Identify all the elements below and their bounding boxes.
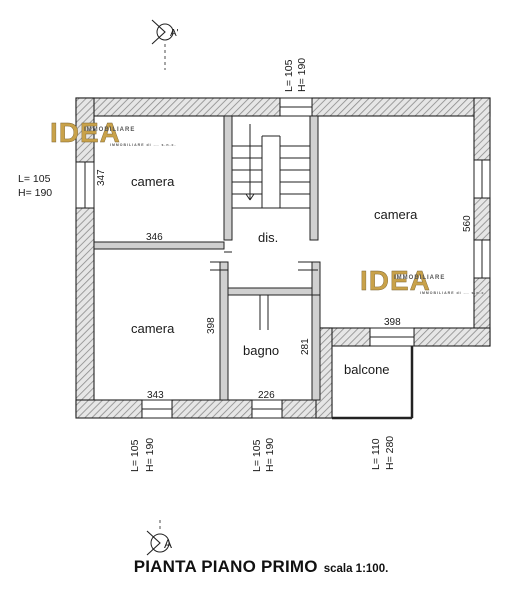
svg-text:IMMOBILIARE: IMMOBILIARE [84,127,135,133]
opening-bottom-mid: L= 105 H= 190 [251,438,276,472]
wall-int-h2 [227,287,313,296]
svg-text:A: A [164,537,172,551]
wall-top-left [75,97,281,117]
svg-text:H= 190: H= 190 [144,438,156,472]
wall-left-lower [75,207,95,417]
balcony-outline [331,345,414,420]
room-label-camera-ne: camera [374,207,418,222]
outer-walls [75,97,491,419]
svg-text:A': A' [170,28,179,39]
svg-text:H= 190: H= 190 [18,187,52,199]
wall-int-h1 [93,241,225,250]
door-marks [210,251,318,330]
dim-347: 347 [96,169,107,186]
dim-346: 346 [146,232,163,243]
room-label-bagno: bagno [243,343,279,358]
opening-top: L= 105 H= 190 [283,58,308,92]
svg-text:H= 190: H= 190 [296,58,308,92]
opening-bottom-left: L= 105 H= 190 [129,438,156,472]
dim-281: 281 [300,338,311,355]
wall-int-v2 [219,261,229,401]
dim-560: 560 [462,215,473,232]
svg-text:IMMOBILIARE di ... s.n.c.: IMMOBILIARE di ... s.n.c. [110,143,176,147]
wall-bottom-a [75,399,143,419]
svg-text:IDEA: IDEA [50,117,121,148]
svg-text:L= 105: L= 105 [129,439,141,472]
internal-walls [93,115,321,401]
wall-int-v5 [311,294,321,401]
dim-226: 226 [258,390,275,401]
wall-right-middle [473,197,491,241]
svg-text:L= 110: L= 110 [370,438,382,470]
section-mark-bottom: A [146,520,172,556]
svg-text:H= 190: H= 190 [264,438,276,472]
svg-text:IMMOBILIARE di ... s.n.c.: IMMOBILIARE di ... s.n.c. [420,291,486,295]
svg-text:IDEA: IDEA [360,265,431,296]
logo-top-left: IDEA IMMOBILIARE IMMOBILIARE di ... s.n.… [50,117,176,148]
svg-text:IMMOBILIARE: IMMOBILIARE [394,275,445,281]
staircase [231,115,311,209]
dim-398-right: 398 [384,317,401,328]
svg-text:L= 105: L= 105 [18,173,51,185]
svg-text:L= 105: L= 105 [283,59,295,92]
room-label-camera-nw: camera [131,174,175,189]
opening-balcony: L= 110 H= 280 [370,436,396,470]
room-label-dis: dis. [258,230,278,245]
wall-bottom-right-a [413,327,491,347]
room-label-camera-sw: camera [131,321,175,336]
logo-center-right: IDEA IMMOBILIARE IMMOBILIARE di ... s.n.… [360,265,486,296]
svg-text:H= 280: H= 280 [384,436,396,470]
opening-left: L= 105 H= 190 [18,173,52,199]
svg-text:L= 105: L= 105 [251,439,263,472]
drawing-title-block: PIANTA PIANO PRIMO scala 1:100. [0,557,522,577]
section-mark-top: A' [151,19,179,70]
drawing-scale: scala 1:100. [323,563,389,575]
wall-bottom-b [171,399,253,419]
drawing-title: PIANTA PIANO PRIMO [133,557,318,576]
wall-right-upper [473,97,491,161]
room-label-balcone: balcone [344,362,390,377]
windows [75,97,491,419]
dim-398-left: 398 [206,317,217,334]
dim-343: 343 [147,390,164,401]
wall-top-right [311,97,491,117]
wall-int-v1 [223,115,233,241]
wall-int-v3 [309,115,319,241]
